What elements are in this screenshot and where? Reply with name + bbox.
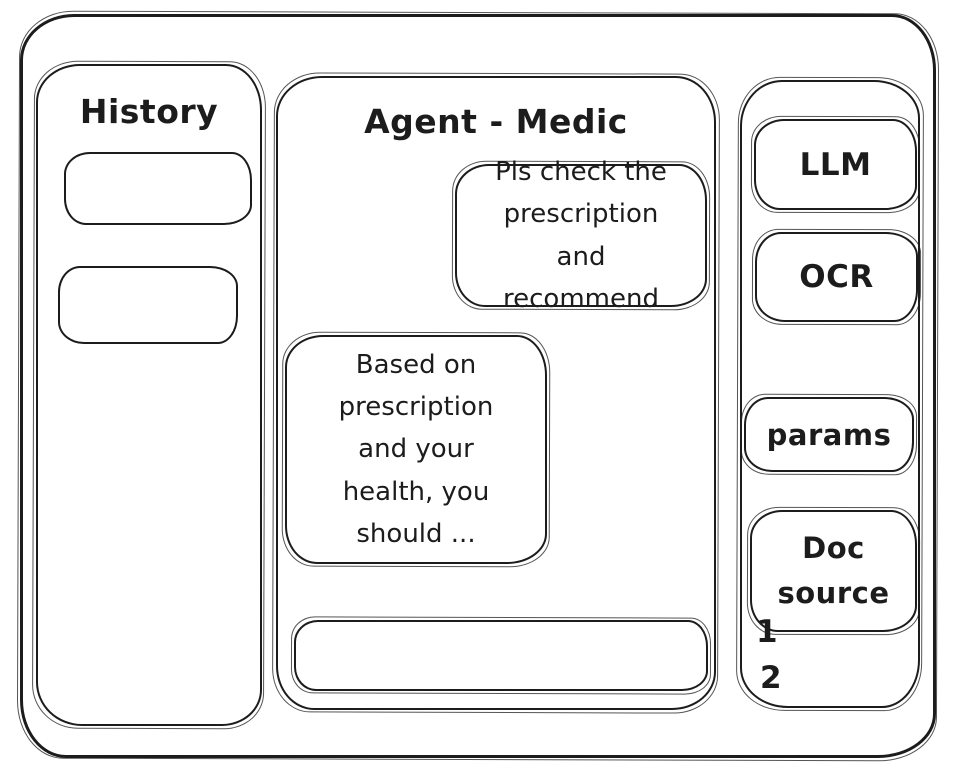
user-message-bubble: Pls check the prescription and recommend [455, 157, 707, 314]
doc-source-item-1[interactable]: 1 [756, 614, 778, 650]
params-button[interactable]: params [744, 397, 914, 472]
chat-title: Agent - Medic [364, 102, 628, 141]
message-input-box[interactable] [294, 620, 708, 691]
agent-message-bubble: Based on prescription and your health, y… [285, 335, 547, 564]
chat-panel: Agent - Medic Pls check the prescription… [276, 76, 716, 710]
tools-sidebar: LLM OCR params Doc source 1 2 [740, 80, 920, 708]
history-item[interactable] [64, 152, 252, 225]
history-item[interactable] [58, 266, 238, 344]
doc-source-button[interactable]: Doc source [750, 510, 917, 632]
llm-selector-button[interactable]: LLM [754, 119, 917, 210]
history-sidebar: History [36, 64, 262, 726]
message-input[interactable] [296, 622, 706, 689]
ocr-selector-button[interactable]: OCR [755, 232, 918, 322]
history-title: History [79, 92, 219, 131]
doc-source-item-2[interactable]: 2 [760, 660, 782, 696]
